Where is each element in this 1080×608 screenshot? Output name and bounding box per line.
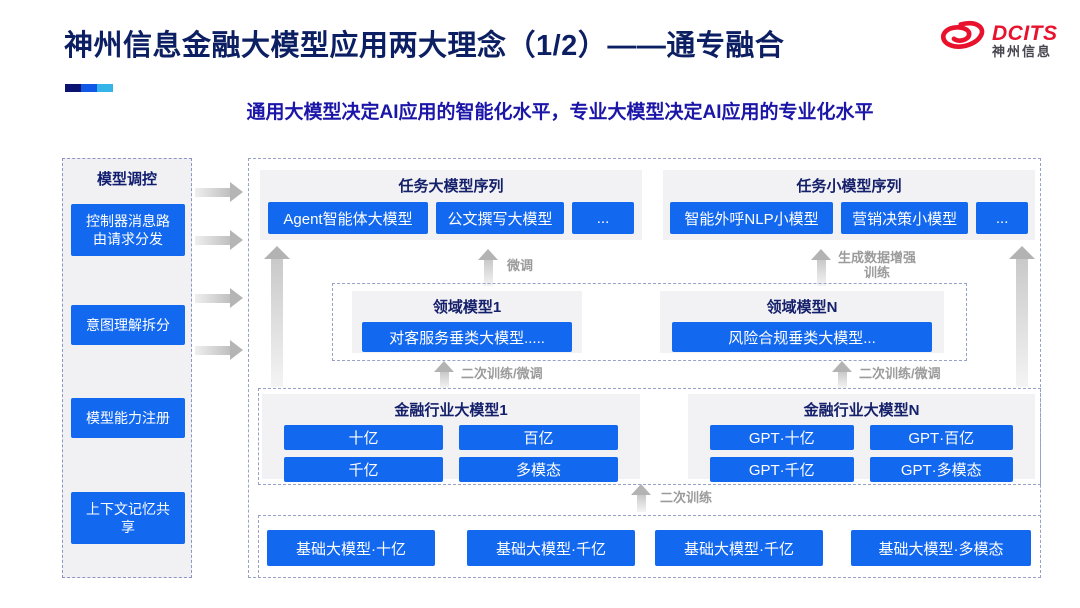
model-box-document: 公文撰写大模型 (436, 202, 564, 234)
base-model-100b-b: 基础大模型·千亿 (655, 530, 823, 566)
group-title: 任务大模型序列 (398, 178, 504, 195)
base-model-multimodal: 基础大模型·多模态 (851, 530, 1031, 566)
flow-arrow-right (195, 182, 243, 202)
model-box-10b: 百亿 (459, 425, 618, 450)
group-title: 金融行业大模型1 (394, 402, 508, 419)
logo-swirl-icon (932, 18, 986, 63)
retrain-finetune-arrow-left (433, 361, 455, 388)
domain-models-container (332, 283, 967, 361)
finetune-label: 微调 (507, 258, 534, 273)
model-box-ellipsis: ... (572, 202, 634, 234)
retrain-finetune-label-right: 二次训练/微调 (859, 366, 941, 381)
model-box-multimodal: 多模态 (459, 457, 618, 482)
company-logo: DCITS 神州信息 (932, 18, 1072, 63)
flow-arrow-right (195, 230, 243, 250)
tall-arrow-left (264, 246, 290, 387)
sidebar-item-context: 上下文记忆共享 (71, 492, 185, 544)
base-model-1b: 基础大模型·十亿 (267, 530, 435, 566)
model-control-panel: 模型调控 控制器消息路由请求分发 意图理解拆分 模型能力注册 上下文记忆共享 (62, 158, 192, 578)
base-models-container: 基础大模型·十亿 基础大模型·千亿 基础大模型·千亿 基础大模型·多模态 (258, 515, 1041, 578)
group-title: 领域模型N (766, 299, 838, 316)
logo-brand: DCITS (992, 21, 1058, 45)
tall-arrow-right (1009, 246, 1035, 387)
retrain-finetune-label-left: 二次训练/微调 (461, 366, 543, 381)
flow-arrow-right (195, 340, 243, 360)
flow-arrow-right (195, 288, 243, 308)
domain-model-n-group: 领域模型N 风险合规垂类大模型... (660, 291, 944, 353)
model-box-gpt-10b: GPT·百亿 (869, 425, 1013, 450)
sidebar-title: 模型调控 (96, 171, 157, 188)
gen-data-arrow-up (810, 249, 832, 286)
title-accent-bar (65, 84, 113, 92)
sidebar-item-intent: 意图理解拆分 (71, 305, 185, 345)
group-title: 任务小模型序列 (796, 178, 902, 195)
retrain-finetune-arrow-right (831, 361, 853, 388)
accent-bar-segment (97, 84, 113, 92)
model-box-gpt-multimodal: GPT·多模态 (869, 457, 1013, 482)
sidebar-item-registry: 模型能力注册 (71, 398, 185, 438)
logo-company: 神州信息 (992, 43, 1053, 59)
domain-model-1-group: 领域模型1 对客服务垂类大模型..... (352, 291, 582, 353)
task-large-model-group: 任务大模型序列 Agent智能体大模型 公文撰写大模型 ... (260, 170, 642, 240)
page-title: 神州信息金融大模型应用两大理念（1/2）——通专融合 (64, 30, 785, 62)
base-model-100b-a: 基础大模型·千亿 (467, 530, 635, 566)
model-box-gpt-100b: GPT·千亿 (710, 457, 854, 482)
accent-bar-segment (65, 84, 81, 92)
model-box-100b: 千亿 (284, 457, 443, 482)
model-box-nlp-call: 智能外呼NLP小模型 (670, 202, 834, 234)
gen-data-label: 生成数据增强训练 (837, 250, 916, 280)
industry-model-1-group: 金融行业大模型1 十亿 百亿 千亿 多模态 (262, 394, 640, 482)
slide-subtitle: 通用大模型决定AI应用的智能化水平，专业大模型决定AI应用的专业化水平 (246, 102, 874, 123)
model-box-gpt-1b: GPT·十亿 (710, 425, 854, 450)
finetune-arrow-up (477, 249, 499, 286)
model-box-ellipsis: ... (976, 202, 1028, 234)
group-title: 金融行业大模型N (803, 402, 920, 419)
model-box-agent: Agent智能体大模型 (268, 202, 428, 234)
retrain-arrow (630, 484, 652, 512)
group-title: 领域模型1 (432, 299, 502, 316)
model-box-risk-compliance: 风险合规垂类大模型... (672, 322, 932, 352)
model-box-marketing: 营销决策小模型 (841, 202, 969, 234)
industry-model-n-group: 金融行业大模型N GPT·十亿 GPT·百亿 GPT·千亿 GPT·多模态 (688, 394, 1035, 482)
accent-bar-segment (81, 84, 97, 92)
model-box-customer-service: 对客服务垂类大模型..... (362, 322, 572, 352)
task-small-model-group: 任务小模型序列 智能外呼NLP小模型 营销决策小模型 ... (663, 170, 1035, 240)
model-box-1b: 十亿 (284, 425, 443, 450)
sidebar-item-router: 控制器消息路由请求分发 (71, 204, 185, 256)
retrain-label: 二次训练 (660, 490, 713, 505)
